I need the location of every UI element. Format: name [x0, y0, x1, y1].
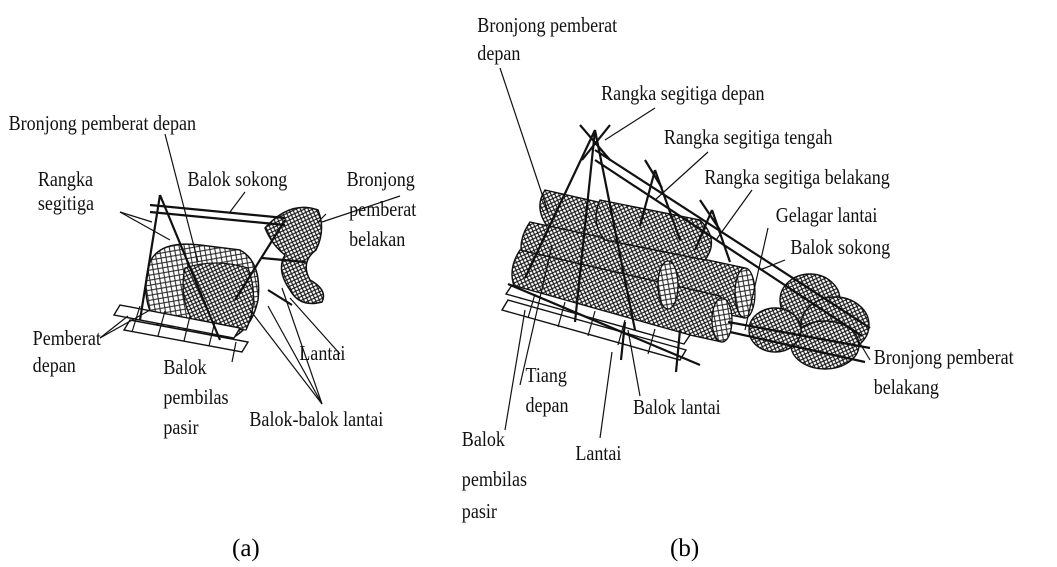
label-balok-pembilas-b-1: Balok [462, 429, 505, 452]
label-bronjong-depan-b-1: Bronjong pemberat [477, 15, 617, 38]
label-bronjong-depan-a: Bronjong pemberat depan [9, 113, 197, 136]
label-tiang-depan-b-1: Tiang [525, 365, 567, 388]
label-lantai-a: Lantai [299, 343, 346, 366]
diagram-b: Bronjong pemberat depan Rangka segitiga … [462, 15, 1014, 524]
label-rangka-tengah-b: Rangka segitiga tengah [664, 127, 833, 150]
label-bronjong-depan-b-2: depan [477, 43, 520, 66]
label-balok-pembilas-a-3: pasir [163, 417, 199, 440]
label-bronjong-belakan-a-3: belakan [349, 229, 405, 252]
label-rangka-depan-b: Rangka segitiga depan [601, 83, 765, 106]
label-bronjong-belakan-a-1: Bronjong [347, 169, 415, 192]
diagram-a: Bronjong pemberat depan Rangka segitiga … [9, 113, 417, 440]
label-balok-sokong-a: Balok sokong [187, 169, 287, 192]
label-balok-pembilas-a-1: Balok [163, 357, 206, 380]
label-bronjong-belakang-b-2: belakang [874, 377, 939, 400]
label-gelagar-lantai-b: Gelagar lantai [776, 205, 878, 228]
label-tiang-depan-b-2: depan [525, 395, 568, 418]
label-bronjong-belakang-b-1: Bronjong pemberat [874, 347, 1014, 370]
label-rangka-belakang-b: Rangka segitiga belakang [704, 167, 890, 190]
label-pemberat-depan-a-2: depan [33, 355, 76, 378]
label-rangka-a-1: Rangka [38, 169, 93, 192]
label-balok-pembilas-a-2: pembilas [163, 387, 228, 410]
label-balok-pembilas-b-3: pasir [462, 501, 498, 524]
label-balok-pembilas-b-2: pembilas [462, 469, 527, 492]
label-balok-lantai-b: Balok lantai [633, 397, 721, 420]
caption-b: (b) [670, 535, 699, 562]
gabion-rear-a [265, 207, 324, 303]
label-balok-sokong-b: Balok sokong [790, 237, 890, 260]
label-lantai-b: Lantai [575, 443, 622, 466]
label-pemberat-depan-a-1: Pemberat [33, 328, 102, 351]
label-balok-balok-lantai-a: Balok-balok lantai [249, 409, 383, 432]
caption-a: (a) [232, 535, 260, 562]
label-rangka-a-2: segitiga [38, 193, 94, 216]
